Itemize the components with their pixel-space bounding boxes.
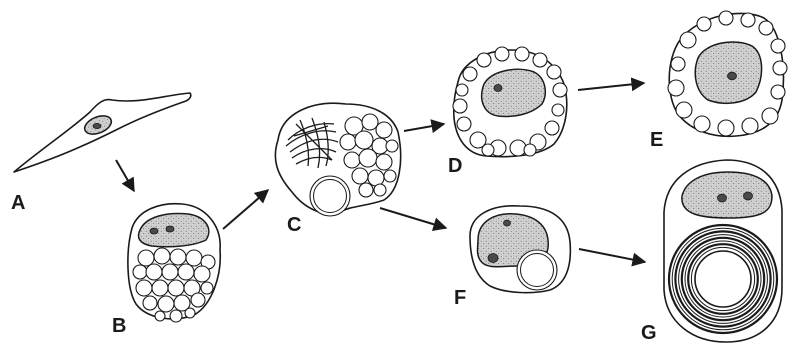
lipid-droplet (762, 108, 778, 124)
cell-a-fibroblast (14, 93, 191, 172)
lipid-droplet (456, 84, 468, 96)
arrow-c-to-d (404, 124, 444, 131)
lipid-droplet (355, 131, 373, 149)
lipid-droplet (457, 117, 471, 131)
cell-e-brown-adipocyte (668, 11, 787, 136)
label-c: C (287, 214, 301, 236)
cell-f-unilocular-early (470, 206, 570, 293)
lipid-droplet (376, 154, 392, 170)
label-f: F (454, 287, 466, 309)
lipid-droplet (155, 311, 165, 321)
label-d: D (448, 155, 462, 177)
lipid-droplet (191, 293, 205, 307)
arrow-a-to-b (116, 160, 134, 191)
label-g: G (641, 322, 657, 344)
lipid-droplet (759, 21, 773, 35)
lipid-droplet (143, 296, 157, 310)
lipid-droplet (178, 264, 194, 280)
cell-c-dividing (275, 103, 400, 216)
lipid-droplet (742, 118, 758, 134)
lipid-droplet (344, 152, 360, 168)
lipid-droplet (547, 65, 561, 79)
lipid-droplet (495, 47, 509, 61)
lipid-droplet (533, 53, 547, 67)
cell-f-lipid-droplet (517, 250, 557, 290)
cell-g-mature-unilocular (664, 160, 782, 342)
lipid-droplet (773, 61, 787, 75)
lipid-droplet (384, 170, 396, 182)
central-lipid-droplet (695, 251, 751, 307)
lipid-droplet (718, 120, 734, 136)
lipid-droplet (154, 248, 170, 264)
cell-g-nucleus (682, 172, 772, 218)
lipid-droplet (386, 140, 398, 152)
lipid-droplet (162, 264, 178, 280)
lipid-droplet (374, 184, 386, 196)
lipid-droplet (168, 280, 184, 296)
lipid-droplet (680, 32, 696, 48)
lipid-droplet (152, 280, 168, 296)
label-e: E (650, 129, 663, 151)
cell-d-nucleus (482, 69, 546, 116)
lipid-droplet (185, 308, 195, 318)
lipid-droplet (510, 140, 526, 156)
lipid-droplet (453, 99, 467, 113)
lipid-droplet (671, 57, 685, 71)
lipid-droplet (194, 266, 210, 282)
lipid-droplet (201, 282, 213, 294)
lipid-droplet (340, 134, 356, 150)
lipid-droplet (552, 104, 564, 116)
lipid-droplet (719, 11, 733, 25)
lipid-droplet (170, 249, 186, 265)
cell-c-large-droplet (310, 176, 350, 216)
cell-b-preadipocyte (128, 204, 220, 322)
lipid-droplet (694, 116, 710, 132)
lipid-droplet (170, 310, 182, 322)
lipid-droplet (676, 102, 692, 118)
cell-g-concentric-layers (669, 225, 777, 333)
label-b: B (112, 315, 126, 337)
lipid-droplet (186, 250, 202, 266)
lipid-droplet (482, 144, 494, 156)
lipid-droplet (138, 250, 154, 266)
arrow-b-to-c (223, 190, 268, 229)
lipid-droplet (352, 168, 368, 184)
lipid-droplet (697, 17, 711, 31)
arrow-d-to-e (578, 83, 644, 90)
lipid-droplet (463, 67, 477, 81)
lipid-droplet (359, 183, 373, 197)
arrow-f-to-g (579, 249, 645, 262)
lipid-droplet (133, 265, 147, 279)
lipid-droplet (146, 264, 162, 280)
lipid-droplet (524, 144, 536, 156)
lipid-droplet (771, 39, 785, 53)
lipid-droplet (668, 80, 684, 96)
lipid-droplet (771, 85, 785, 99)
lipid-droplet (158, 296, 174, 312)
lipid-droplet (545, 121, 559, 135)
cell-e-nucleus (695, 42, 761, 103)
cell-d-multilocular-adipocyte (453, 47, 567, 157)
arrow-c-to-f (380, 208, 446, 228)
lipid-droplet (553, 83, 567, 97)
label-a: A (11, 192, 25, 214)
lipid-droplet (368, 170, 384, 186)
lipid-droplet (136, 280, 152, 296)
lipid-droplet (741, 13, 755, 27)
lipid-droplet (477, 53, 491, 67)
lipid-droplet (376, 122, 392, 138)
lipid-droplet (362, 114, 378, 130)
lipid-droplet (515, 47, 529, 61)
lipid-droplet (359, 149, 377, 167)
